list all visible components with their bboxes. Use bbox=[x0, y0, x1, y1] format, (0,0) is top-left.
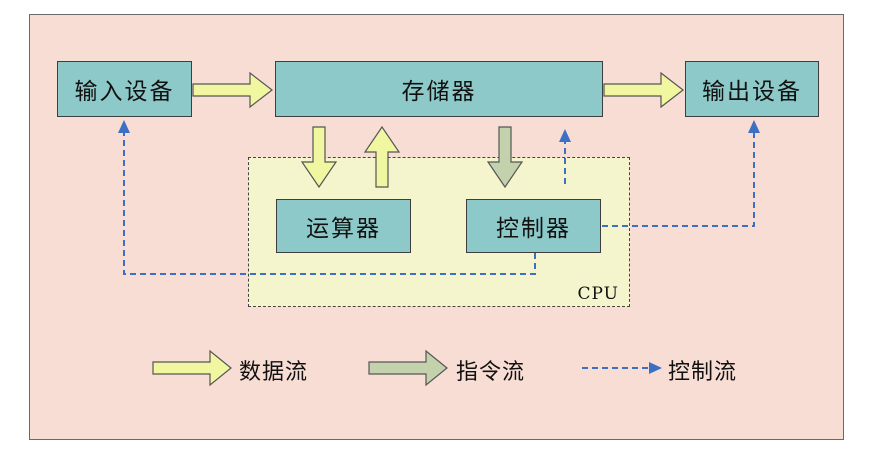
data-arrow-alu-to-memory bbox=[363, 125, 401, 188]
control-arrowhead-output bbox=[748, 120, 760, 133]
data-arrow-memory-to-output bbox=[603, 71, 684, 109]
legend-control-flow-arrowhead bbox=[649, 362, 662, 374]
control-line-controller-to-output bbox=[602, 132, 755, 227]
control-arrowhead-memory bbox=[559, 129, 571, 142]
legend-control-flow-label: 控制流 bbox=[668, 360, 738, 385]
legend-data-flow-arrow bbox=[152, 349, 232, 387]
instruction-arrow-memory-to-controller bbox=[486, 126, 524, 189]
legend-instruction-flow-label: 指令流 bbox=[456, 360, 526, 385]
data-arrow-input-to-memory bbox=[192, 71, 273, 109]
legend-instruction-flow-arrow bbox=[368, 349, 448, 387]
input-device-box: 输入设备 bbox=[57, 61, 192, 117]
alu-box: 运算器 bbox=[276, 199, 411, 253]
cpu-label: CPU bbox=[577, 284, 619, 304]
legend-data-flow-label: 数据流 bbox=[239, 360, 309, 385]
memory-box: 存储器 bbox=[275, 61, 603, 117]
controller-box: 控制器 bbox=[466, 199, 601, 253]
control-arrowhead-input bbox=[118, 120, 130, 133]
control-line-controller-to-input bbox=[123, 132, 536, 275]
data-arrow-memory-to-alu bbox=[300, 126, 338, 189]
output-device-box: 输出设备 bbox=[685, 61, 819, 117]
